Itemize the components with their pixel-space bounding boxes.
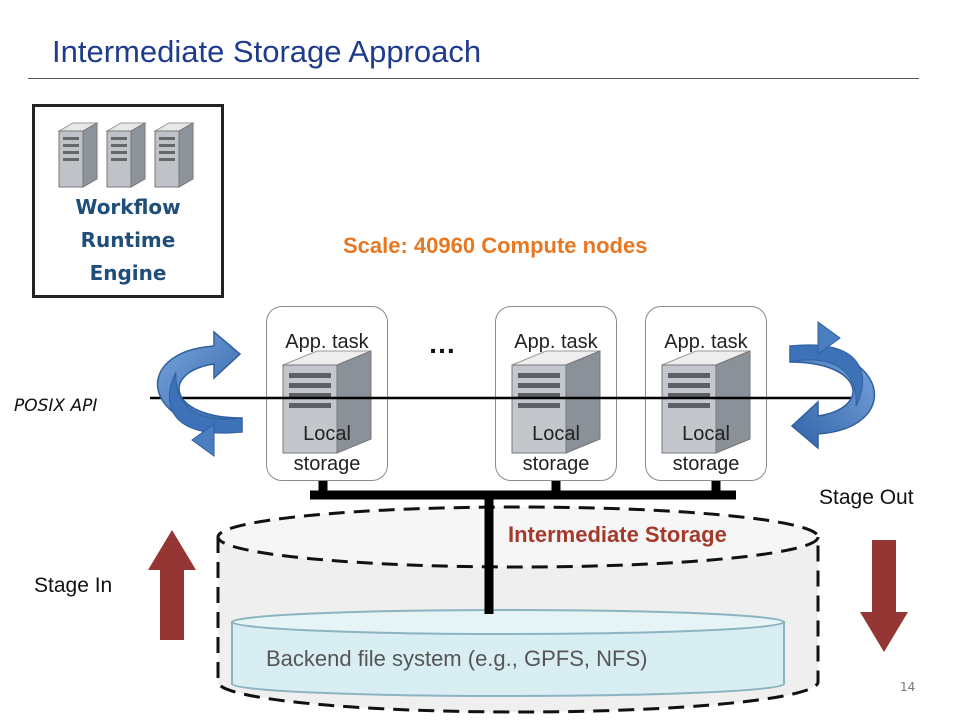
backend-cylinder — [231, 609, 785, 697]
node-storage-line-2: storage — [522, 453, 590, 475]
server-tower-icon — [661, 350, 751, 454]
node-task-label: App. task — [514, 331, 598, 353]
node-storage-line-2: storage — [293, 453, 361, 475]
server-tower-icon — [511, 350, 601, 454]
node-storage-label: Local storage — [496, 419, 616, 479]
compute-node-1: App. task Local storage — [266, 306, 388, 481]
stage-in-label: Stage In — [34, 574, 113, 597]
node-ellipsis: … — [428, 328, 456, 359]
engine-line-1: Workflow — [75, 195, 181, 219]
node-task-label: App. task — [664, 331, 748, 353]
slide-title: Intermediate Storage Approach — [52, 34, 482, 69]
stage-out-label: Stage Out — [819, 486, 914, 509]
scale-label: Scale: 40960 Compute nodes — [343, 233, 648, 258]
server-cluster-icon — [57, 122, 195, 188]
node-task-label: App. task — [285, 331, 369, 353]
workflow-engine-box: Workflow Runtime Engine — [32, 104, 224, 298]
server-tower-icon — [282, 350, 372, 454]
node-storage-line-1: Local — [532, 423, 580, 445]
slide-number: 14 — [900, 680, 916, 694]
node-storage-line-2: storage — [672, 453, 740, 475]
engine-line-3: Engine — [89, 261, 167, 285]
intermediate-storage-label: Intermediate Storage — [508, 522, 727, 547]
backend-fs-label: Backend file system (e.g., GPFS, NFS) — [266, 646, 648, 671]
title-divider — [28, 78, 919, 79]
workflow-engine-label: Workflow Runtime Engine — [35, 191, 221, 290]
left-curved-arrow — [156, 330, 243, 457]
posix-api-label: POSIX API — [14, 396, 98, 416]
compute-node-3: App. task Local storage — [645, 306, 767, 481]
node-storage-line-1: Local — [682, 423, 730, 445]
compute-node-2: App. task Local storage — [495, 306, 617, 481]
stage-in-arrow — [148, 530, 196, 640]
node-storage-label: Local storage — [267, 419, 387, 479]
node-storage-line-1: Local — [303, 423, 351, 445]
node-storage-label: Local storage — [646, 419, 766, 479]
stage-out-arrow — [860, 540, 908, 652]
right-curved-arrow — [789, 321, 876, 450]
engine-line-2: Runtime — [80, 228, 176, 252]
